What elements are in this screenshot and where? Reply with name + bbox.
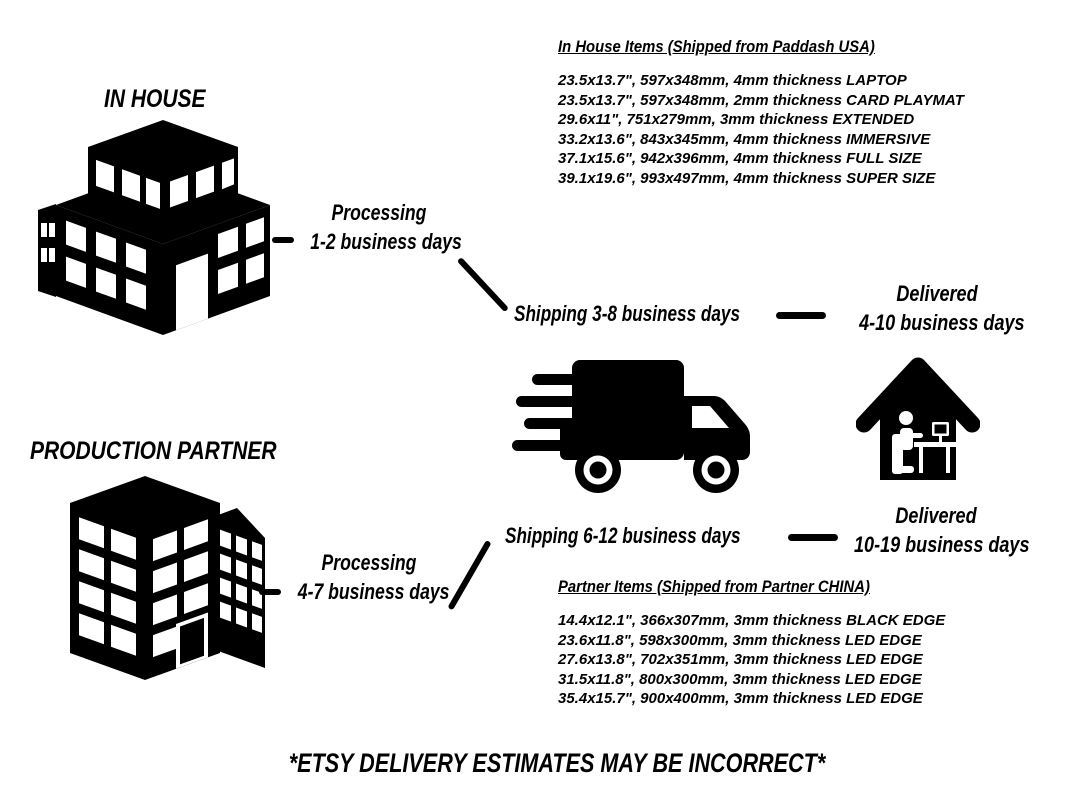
size-item: 33.2x13.6", 843x345mm, 4mm thickness IMM… xyxy=(558,130,931,148)
partner-delivered-label: Delivered 10-19 business days xyxy=(854,501,1030,559)
in-house-items-list: In House Items (Shipped from Paddash USA… xyxy=(558,38,964,189)
office-building-icon xyxy=(38,120,288,335)
in-house-processing-label: Processing 1-2 business days xyxy=(310,198,462,256)
size-item: 29.6x11", 751x279mm, 3mm thickness EXTEN… xyxy=(558,111,915,129)
processing-days-line: 4-7 business days xyxy=(297,579,450,604)
etsy-disclaimer: *ETSY DELIVERY ESTIMATES MAY BE INCORREC… xyxy=(288,748,826,778)
partner-items-rows: 14.4x12.1", 366x307mm, 3mm thickness BLA… xyxy=(558,611,945,709)
size-item: 27.6x13.8", 702x351mm, 3mm thickness LED… xyxy=(558,651,923,669)
size-item: 23.5x13.7", 597x348mm, 4mm thickness LAP… xyxy=(558,72,907,89)
in-house-delivered-label: Delivered 4-10 business days xyxy=(859,279,1025,337)
size-item: 23.6x11.8", 598x300mm, 3mm thickness LED… xyxy=(558,631,922,649)
partner-heading: PRODUCTION PARTNER xyxy=(30,437,277,465)
connector-dash xyxy=(776,312,826,319)
connector-dash xyxy=(272,237,294,243)
connector-diagonal xyxy=(456,256,509,313)
delivered-days-line: 10-19 business days xyxy=(854,532,1030,557)
size-item: 39.1x19.6", 993x497mm, 4mm thickness SUP… xyxy=(558,169,936,187)
factory-building-icon xyxy=(50,476,295,711)
partner-items-title: Partner Items (Shipped from Partner CHIN… xyxy=(558,578,870,596)
processing-line: Processing xyxy=(321,550,417,575)
processing-line: Processing xyxy=(331,200,427,225)
in-house-shipping-label: Shipping 3-8 business days xyxy=(514,301,741,326)
in-house-heading: IN HOUSE xyxy=(104,85,206,113)
size-item: 35.4x15.7", 900x400mm, 3mm thickness LED… xyxy=(558,690,923,708)
connector-dash xyxy=(788,534,838,541)
in-house-items-rows: 23.5x13.7", 597x348mm, 4mm thickness LAP… xyxy=(558,71,964,189)
partner-shipping-label: Shipping 6-12 business days xyxy=(505,523,741,548)
partner-items-list: Partner Items (Shipped from Partner CHIN… xyxy=(558,578,945,709)
size-item: 14.4x12.1", 366x307mm, 3mm thickness BLA… xyxy=(558,612,946,629)
size-item: 31.5x11.8", 800x300mm, 3mm thickness LED… xyxy=(558,670,922,688)
delivered-days-line: 4-10 business days xyxy=(859,310,1025,335)
delivered-line: Delivered xyxy=(896,281,978,306)
partner-processing-label: Processing 4-7 business days xyxy=(297,548,450,606)
size-item: 37.1x15.6", 942x396mm, 4mm thickness FUL… xyxy=(558,150,922,168)
in-house-items-title: In House Items (Shipped from Paddash USA… xyxy=(558,38,875,56)
connector-dash xyxy=(259,589,281,595)
size-item: 23.5x13.7", 597x348mm, 2mm thickness CAR… xyxy=(558,91,964,109)
home-delivery-icon xyxy=(856,354,980,482)
shipping-truck-icon xyxy=(512,356,758,494)
connector-diagonal xyxy=(447,539,492,611)
delivered-line: Delivered xyxy=(895,503,977,528)
processing-days-line: 1-2 business days xyxy=(310,229,462,254)
